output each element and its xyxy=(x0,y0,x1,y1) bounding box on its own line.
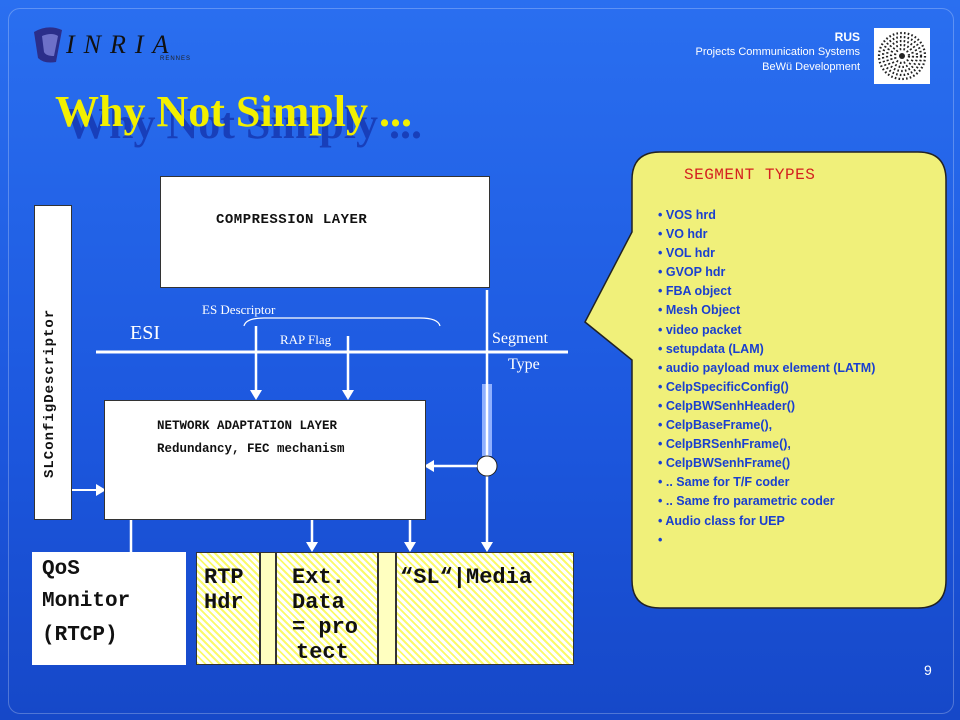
segment-type-label-line2: Type xyxy=(508,356,540,373)
segment-types-title: SEGMENT TYPES xyxy=(684,166,816,184)
packet-separator-1 xyxy=(260,552,276,665)
list-item: FBA object xyxy=(658,282,875,301)
inria-logo xyxy=(34,27,62,63)
list-item: CelpBRSenhFrame(), xyxy=(658,435,875,454)
list-item: .. Same fro parametric coder xyxy=(658,492,875,511)
qos-label-line1: QoS xyxy=(42,558,80,581)
list-item: CelpBWSenhHeader() xyxy=(658,397,875,416)
list-item: video packet xyxy=(658,321,875,340)
compression-layer-label: COMPRESSION LAYER xyxy=(216,212,368,228)
qos-label-line2: Monitor xyxy=(42,590,131,613)
organization-header: RUS Projects Communication Systems BeWü … xyxy=(696,30,860,75)
page-title-shadow: Why Not Simply ... xyxy=(65,99,422,148)
list-item: audio payload mux element (LATM) xyxy=(658,359,876,378)
list-item: Audio class for UEP xyxy=(658,512,875,531)
org-department: BeWü Development xyxy=(762,61,860,73)
rap-flag-label: RAP Flag xyxy=(280,332,332,347)
list-item: VOL hdr xyxy=(658,244,875,263)
compression-layer-box xyxy=(160,176,490,288)
slide-frame xyxy=(8,8,954,714)
sl-media-label: “SL“|Media xyxy=(400,565,533,590)
org-name: RUS xyxy=(834,30,860,44)
sl-config-descriptor-box xyxy=(34,205,72,520)
list-item: CelpSpecificConfig() xyxy=(658,378,875,397)
ext-label-line1: Ext. xyxy=(292,565,345,590)
network-adaptation-layer-sublabel: Redundancy, FEC mechanism xyxy=(157,442,345,456)
sl-config-descriptor-label: SLConfigDescriptor xyxy=(42,308,58,478)
list-item: VOS hrd xyxy=(658,206,875,225)
esi-label: ESI xyxy=(130,322,160,344)
es-descriptor-label: ES Descriptor xyxy=(202,302,276,317)
ext-label-line3: = pro xyxy=(292,615,359,640)
qos-label-line3: (RTCP) xyxy=(42,624,118,647)
segment-type-label-line1: Segment xyxy=(492,330,548,347)
ext-data-segment xyxy=(276,552,378,665)
list-item: VO hdr xyxy=(658,225,875,244)
page-number: 9 xyxy=(924,662,932,678)
network-adaptation-layer-box xyxy=(104,400,426,520)
org-subtitle: Projects Communication Systems xyxy=(695,46,860,58)
inria-logo-text: INRIA xyxy=(66,30,178,59)
rtp-header-segment xyxy=(196,552,260,665)
page-title: Why Not Simply ... xyxy=(55,87,412,136)
rtp-label-line1: RTP xyxy=(204,565,244,590)
segment-types-list: VOS hrd VO hdr VOL hdr GVOP hdr FBA obje… xyxy=(658,206,875,550)
list-item: Mesh Object xyxy=(658,301,875,320)
list-item: GVOP hdr xyxy=(658,263,875,282)
ext-label-line2: Data xyxy=(292,590,345,615)
list-item: .. Same for T/F coder xyxy=(658,473,875,492)
sl-media-segment xyxy=(396,552,574,665)
ext-label-line4: tect xyxy=(296,640,349,665)
network-adaptation-layer-label: NETWORK ADAPTATION LAYER xyxy=(157,419,338,433)
qos-monitor-box xyxy=(32,552,186,665)
list-item: setupdata (LAM) xyxy=(658,340,875,359)
list-item: CelpBWSenhFrame() xyxy=(658,454,875,473)
rtp-label-line2: Hdr xyxy=(204,590,244,615)
university-seal-logo xyxy=(874,28,930,84)
packet-separator-2 xyxy=(378,552,396,665)
list-item: CelpBaseFrame(), xyxy=(658,416,875,435)
inria-logo-subtext: RENNES xyxy=(160,56,192,62)
list-item xyxy=(658,531,875,550)
